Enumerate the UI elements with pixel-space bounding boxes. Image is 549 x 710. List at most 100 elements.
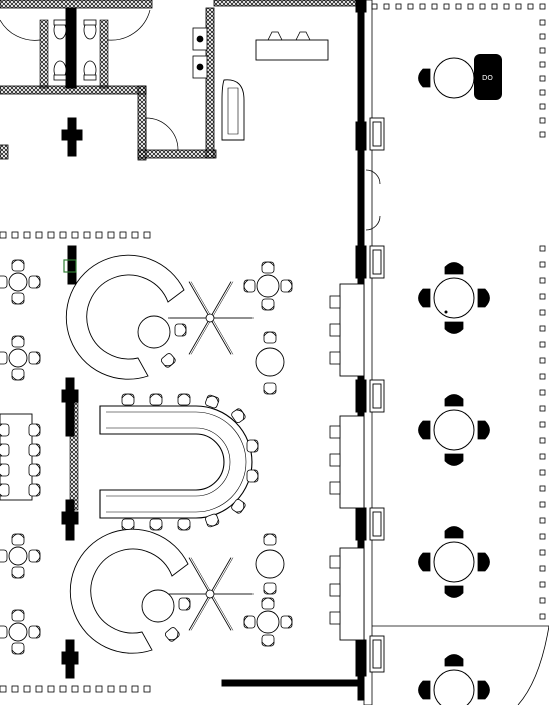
- round-table: [433, 277, 475, 319]
- terrace-table-group: [418, 654, 490, 710]
- chair: [477, 420, 490, 440]
- chair: [11, 609, 25, 622]
- terrace-round-tables: DO: [418, 54, 502, 710]
- round-table-group: [0, 609, 41, 655]
- chair: [205, 394, 220, 409]
- marker-dot: [444, 310, 448, 314]
- chair: [28, 443, 41, 457]
- chair: [261, 298, 275, 311]
- terrace-table-group: [418, 526, 490, 598]
- curved-booth: [65, 254, 187, 380]
- chair: [11, 642, 25, 655]
- round-table: [256, 274, 280, 298]
- chair: [28, 423, 41, 437]
- round-table: [137, 315, 171, 349]
- chair: [165, 627, 180, 642]
- round-table: [256, 610, 280, 634]
- wall-benches: [329, 283, 365, 641]
- dining-terrace: [371, 3, 549, 706]
- chair: [177, 518, 191, 531]
- round-table-group: [243, 597, 293, 647]
- chair: [444, 585, 464, 598]
- round-table: [8, 348, 28, 368]
- chair: [28, 483, 41, 497]
- chair: [174, 323, 187, 337]
- lamps: [168, 281, 254, 631]
- chair: [0, 463, 10, 477]
- chair: [28, 549, 41, 563]
- chair: [178, 597, 191, 611]
- chair: [418, 680, 431, 700]
- chair: [177, 393, 191, 406]
- chair: [280, 279, 293, 293]
- toilets: [53, 19, 97, 81]
- chair: [205, 513, 220, 528]
- chair: [149, 518, 163, 531]
- chair: [231, 498, 246, 514]
- chair: [418, 288, 431, 308]
- chair: [0, 423, 10, 437]
- chair: [477, 552, 490, 572]
- chair: [263, 582, 277, 595]
- curved-booth: [69, 528, 191, 654]
- round-table: [433, 541, 475, 583]
- chair: [444, 526, 464, 539]
- round-table: [141, 589, 175, 623]
- chair: [28, 625, 41, 639]
- chair: [11, 368, 25, 381]
- chair: [418, 68, 431, 88]
- u-conference-table: [99, 405, 253, 519]
- interior-table-groups: [0, 259, 293, 655]
- round-table-group: [243, 261, 293, 311]
- chair: [0, 351, 8, 365]
- chair: [11, 566, 25, 579]
- chair: [261, 261, 275, 274]
- round-table: [433, 57, 475, 99]
- round-table: [8, 546, 28, 566]
- chair: [444, 654, 464, 667]
- round-table: [255, 347, 285, 377]
- chair: [28, 463, 41, 477]
- terrace-table-group: [418, 394, 490, 466]
- chair: [243, 279, 256, 293]
- round-table-group: [0, 533, 41, 579]
- chair: [161, 353, 176, 368]
- chair: [418, 552, 431, 572]
- reception-lounge: [213, 0, 367, 141]
- chair: [280, 615, 293, 629]
- chair: [231, 408, 246, 424]
- round-table: [433, 669, 475, 710]
- chair: [477, 288, 490, 308]
- chair: [0, 625, 8, 639]
- u-table-chairs: [121, 393, 259, 531]
- chair: [0, 549, 8, 563]
- chair: [28, 275, 41, 289]
- chair: [243, 615, 256, 629]
- chair: [0, 443, 10, 457]
- chair: [121, 393, 135, 406]
- chair: [444, 262, 464, 275]
- chair: [263, 331, 277, 344]
- round-table-group: [0, 259, 41, 305]
- restroom-block: [0, 0, 217, 161]
- chair: [477, 680, 490, 700]
- chair: [444, 453, 464, 466]
- chair: [149, 393, 163, 406]
- terrace-side-chair: [474, 54, 502, 100]
- round-table: [8, 272, 28, 292]
- chair: [246, 469, 259, 483]
- round-table: [433, 409, 475, 451]
- sinks: [192, 27, 208, 79]
- round-table-group: [255, 331, 285, 395]
- chair: [261, 597, 275, 610]
- chair: [11, 533, 25, 546]
- chair: [0, 275, 8, 289]
- chair: [263, 533, 277, 546]
- table-tag-label: DO: [482, 74, 493, 82]
- curved-booths: [65, 254, 191, 654]
- chair: [261, 634, 275, 647]
- window-frames: [369, 117, 385, 673]
- round-table: [255, 549, 285, 579]
